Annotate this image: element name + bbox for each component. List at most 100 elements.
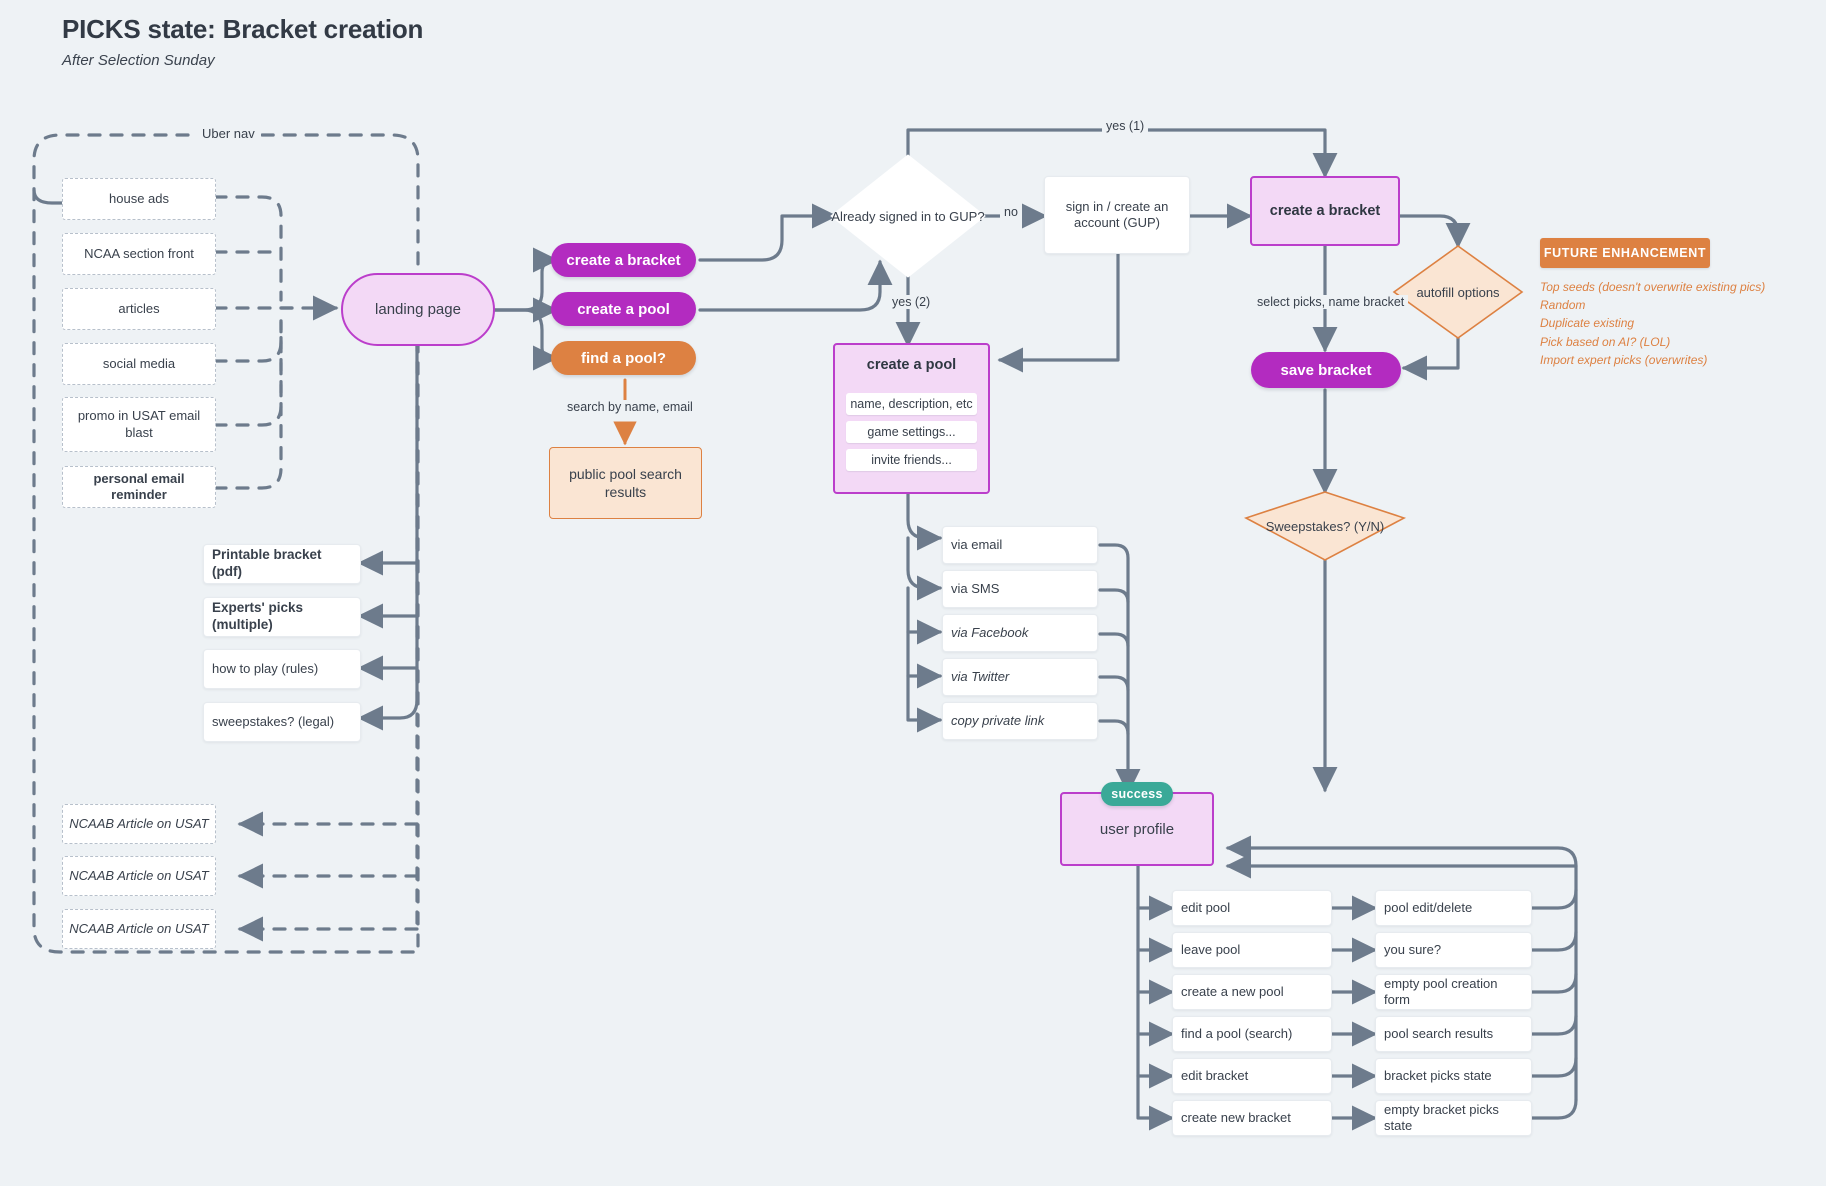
profile-result-pool-edit-delete: pool edit/delete: [1375, 890, 1532, 926]
ubernav-item-label: NCAA section front: [84, 245, 194, 261]
profile-result-you-sure: you sure?: [1375, 932, 1532, 968]
create-a-pool-panel-title: create a pool: [866, 357, 957, 373]
invite-method-copy-private-link[interactable]: copy private link: [942, 702, 1098, 740]
create-a-pool-button[interactable]: create a pool: [551, 292, 696, 326]
profile-action-create-a-new-pool[interactable]: create a new pool: [1172, 974, 1332, 1010]
profile-result-label: you sure?: [1384, 941, 1442, 957]
pool-setting-label: game settings...: [867, 425, 956, 439]
sweepstakes-decision[interactable]: Sweepstakes? (Y/N): [1246, 492, 1404, 560]
ncaab-article-label: NCAAB Article on USAT: [69, 867, 209, 883]
profile-action-label: create new bracket: [1181, 1109, 1291, 1125]
ncaab-article-2[interactable]: NCAAB Article on USAT: [62, 856, 216, 896]
pool-setting-game-settings[interactable]: game settings...: [846, 421, 977, 443]
autofill-options-decision[interactable]: autofill options: [1394, 246, 1522, 338]
invite-method-label: via email: [951, 536, 1003, 552]
landing-page-node[interactable]: landing page: [341, 273, 495, 346]
edge-label-yes-1: yes (1): [1102, 119, 1149, 133]
profile-result-empty-bracket-picks-state: empty bracket picks state: [1375, 1100, 1532, 1136]
landing-page-label: landing page: [375, 301, 461, 318]
future-enhancement-list: Top seeds (doesn't overwrite existing pi…: [1540, 278, 1765, 369]
profile-result-label: bracket picks state: [1384, 1067, 1492, 1083]
pool-setting-label: invite friends...: [871, 453, 952, 467]
profile-action-find-a-pool[interactable]: find a pool (search): [1172, 1016, 1332, 1052]
page-subtitle: After Selection Sunday: [62, 52, 215, 69]
pool-setting-name-description[interactable]: name, description, etc: [846, 393, 977, 415]
ubernav-item-label: articles: [118, 300, 160, 316]
invite-method-label: via Facebook: [951, 624, 1029, 640]
ubernav-item-house-ads[interactable]: house ads: [62, 178, 216, 220]
future-enhancement-item: Pick based on AI? (LOL): [1540, 334, 1671, 349]
public-pool-search-results-node: public pool search results: [549, 447, 702, 519]
already-signed-in-decision: Already signed in to GUP?: [831, 155, 985, 277]
edge-label-no: no: [1000, 205, 1022, 219]
profile-result-label: pool search results: [1384, 1025, 1494, 1041]
profile-action-edit-bracket[interactable]: edit bracket: [1172, 1058, 1332, 1094]
profile-action-label: find a pool (search): [1181, 1025, 1293, 1041]
success-badge-label: success: [1111, 787, 1163, 801]
invite-method-label: via SMS: [951, 580, 1000, 596]
profile-result-label: empty bracket picks state: [1384, 1101, 1499, 1133]
profile-result-pool-search-results: pool search results: [1375, 1016, 1532, 1052]
page-title: PICKS state: Bracket creation: [62, 14, 424, 44]
ubernav-item-promo-usat-email-blast[interactable]: promo in USAT email blast: [62, 397, 216, 452]
save-bracket-label: save bracket: [1280, 361, 1372, 379]
invite-method-facebook[interactable]: via Facebook: [942, 614, 1098, 652]
search-edge-label: search by name, email: [563, 400, 697, 414]
create-a-bracket-button[interactable]: create a bracket: [551, 243, 696, 277]
profile-result-label: pool edit/delete: [1384, 899, 1473, 915]
profile-action-leave-pool[interactable]: leave pool: [1172, 932, 1332, 968]
ubernav-item-social-media[interactable]: social media: [62, 343, 216, 385]
resource-label: how to play (rules): [212, 660, 319, 676]
profile-action-label: edit pool: [1181, 899, 1231, 915]
profile-result-empty-pool-creation-form: empty pool creation form: [1375, 974, 1532, 1010]
future-enhancement-item: Import expert picks (overwrites): [1540, 352, 1708, 367]
create-a-pool-label: create a pool: [577, 300, 670, 318]
create-a-bracket-panel-label: create a bracket: [1269, 203, 1381, 219]
profile-action-label: leave pool: [1181, 941, 1241, 957]
future-enhancement-item: Random: [1540, 298, 1586, 313]
ubernav-item-personal-email-reminder[interactable]: personal email reminder: [62, 466, 216, 508]
ubernav-item-label: social media: [102, 355, 176, 371]
ncaab-article-3[interactable]: NCAAB Article on USAT: [62, 909, 216, 949]
resource-printable-bracket[interactable]: Printable bracket (pdf): [203, 544, 361, 584]
edge-label-select-picks: select picks, name bracket: [1253, 295, 1409, 309]
find-a-pool-button[interactable]: find a pool?: [551, 341, 696, 375]
resource-how-to-play[interactable]: how to play (rules): [203, 649, 361, 689]
ncaab-article-1[interactable]: NCAAB Article on USAT: [62, 804, 216, 844]
user-profile-label: user profile: [1099, 820, 1175, 838]
invite-method-sms[interactable]: via SMS: [942, 570, 1098, 608]
ubernav-item-label: house ads: [109, 190, 169, 206]
profile-action-label: create a new pool: [1181, 983, 1284, 999]
already-signed-in-label: Already signed in to GUP?: [831, 208, 985, 224]
ncaab-article-label: NCAAB Article on USAT: [69, 815, 209, 831]
invite-method-email[interactable]: via email: [942, 526, 1098, 564]
pool-setting-label: name, description, etc: [850, 397, 973, 411]
create-a-bracket-panel[interactable]: create a bracket: [1250, 176, 1400, 246]
pool-setting-invite-friends[interactable]: invite friends...: [846, 449, 977, 471]
invite-method-twitter[interactable]: via Twitter: [942, 658, 1098, 696]
profile-action-edit-pool[interactable]: edit pool: [1172, 890, 1332, 926]
create-a-pool-panel: create a pool name, description, etc gam…: [833, 343, 990, 494]
create-a-bracket-label: create a bracket: [566, 251, 681, 269]
sign-in-create-account-label: sign in / create an account (GUP): [1065, 198, 1169, 230]
future-enhancement-badge: FUTURE ENHANCEMENT: [1540, 238, 1710, 268]
invite-method-label: via Twitter: [951, 668, 1010, 684]
resource-label: sweepstakes? (legal): [212, 713, 335, 729]
resource-experts-picks[interactable]: Experts' picks (multiple): [203, 597, 361, 637]
sign-in-create-account-node[interactable]: sign in / create an account (GUP): [1044, 176, 1190, 254]
ubernav-item-articles[interactable]: articles: [62, 288, 216, 330]
ubernav-item-ncaa-section-front[interactable]: NCAA section front: [62, 233, 216, 275]
autofill-options-label: autofill options: [1416, 284, 1500, 300]
profile-action-label: edit bracket: [1181, 1067, 1249, 1083]
resource-label: Printable bracket (pdf): [212, 547, 322, 579]
profile-action-create-new-bracket[interactable]: create new bracket: [1172, 1100, 1332, 1136]
future-enhancement-item: Duplicate existing: [1540, 316, 1635, 331]
save-bracket-button[interactable]: save bracket: [1251, 352, 1401, 388]
invite-method-label: copy private link: [951, 712, 1045, 728]
ncaab-article-label: NCAAB Article on USAT: [69, 920, 209, 936]
resource-sweepstakes-legal[interactable]: sweepstakes? (legal): [203, 702, 361, 742]
ubernav-item-label: personal email reminder: [93, 470, 185, 502]
profile-result-bracket-picks-state: bracket picks state: [1375, 1058, 1532, 1094]
public-pool-search-results-label: public pool search results: [569, 465, 682, 500]
